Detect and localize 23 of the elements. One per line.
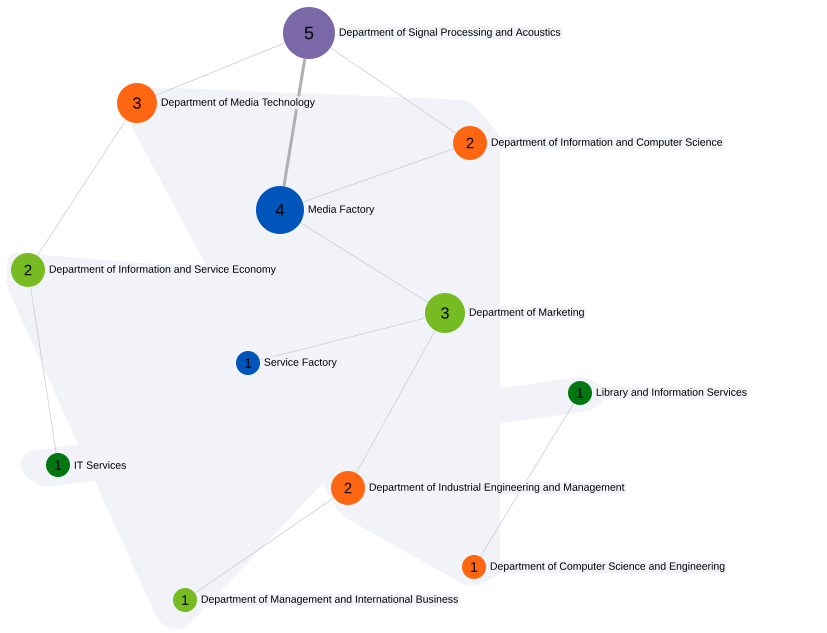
node-label: IT Services (72, 460, 128, 470)
node-label: Department of Industrial Engineering and Management (367, 482, 626, 494)
node-label: Department of Computer Science and Engineering (488, 560, 727, 574)
connector-line (155, 42, 286, 96)
node-label: Department of Media Technology (159, 96, 316, 110)
node-label: Department of Signal Processing and Acoustics (337, 26, 562, 40)
connector-line (356, 330, 436, 474)
connector-line (259, 318, 426, 360)
connector-line (37, 120, 126, 256)
connector-line (30, 286, 57, 454)
node-label: Library and Information Services (594, 386, 749, 400)
connector-line (480, 403, 574, 557)
node-label: Department of Marketing (467, 306, 586, 320)
node-label: Service Factory (262, 356, 338, 370)
connector-line (300, 222, 428, 303)
node-label: Department of Management and International Business (199, 594, 460, 606)
connector-line (330, 47, 456, 134)
connector-line (302, 148, 454, 202)
node-label: Media Factory (306, 204, 376, 216)
connector-line (282, 58, 306, 186)
node-label: Department of Information and Computer Science (489, 136, 724, 150)
connector-line (194, 497, 334, 594)
node-label: Department of Information and Service Economy (47, 264, 278, 276)
